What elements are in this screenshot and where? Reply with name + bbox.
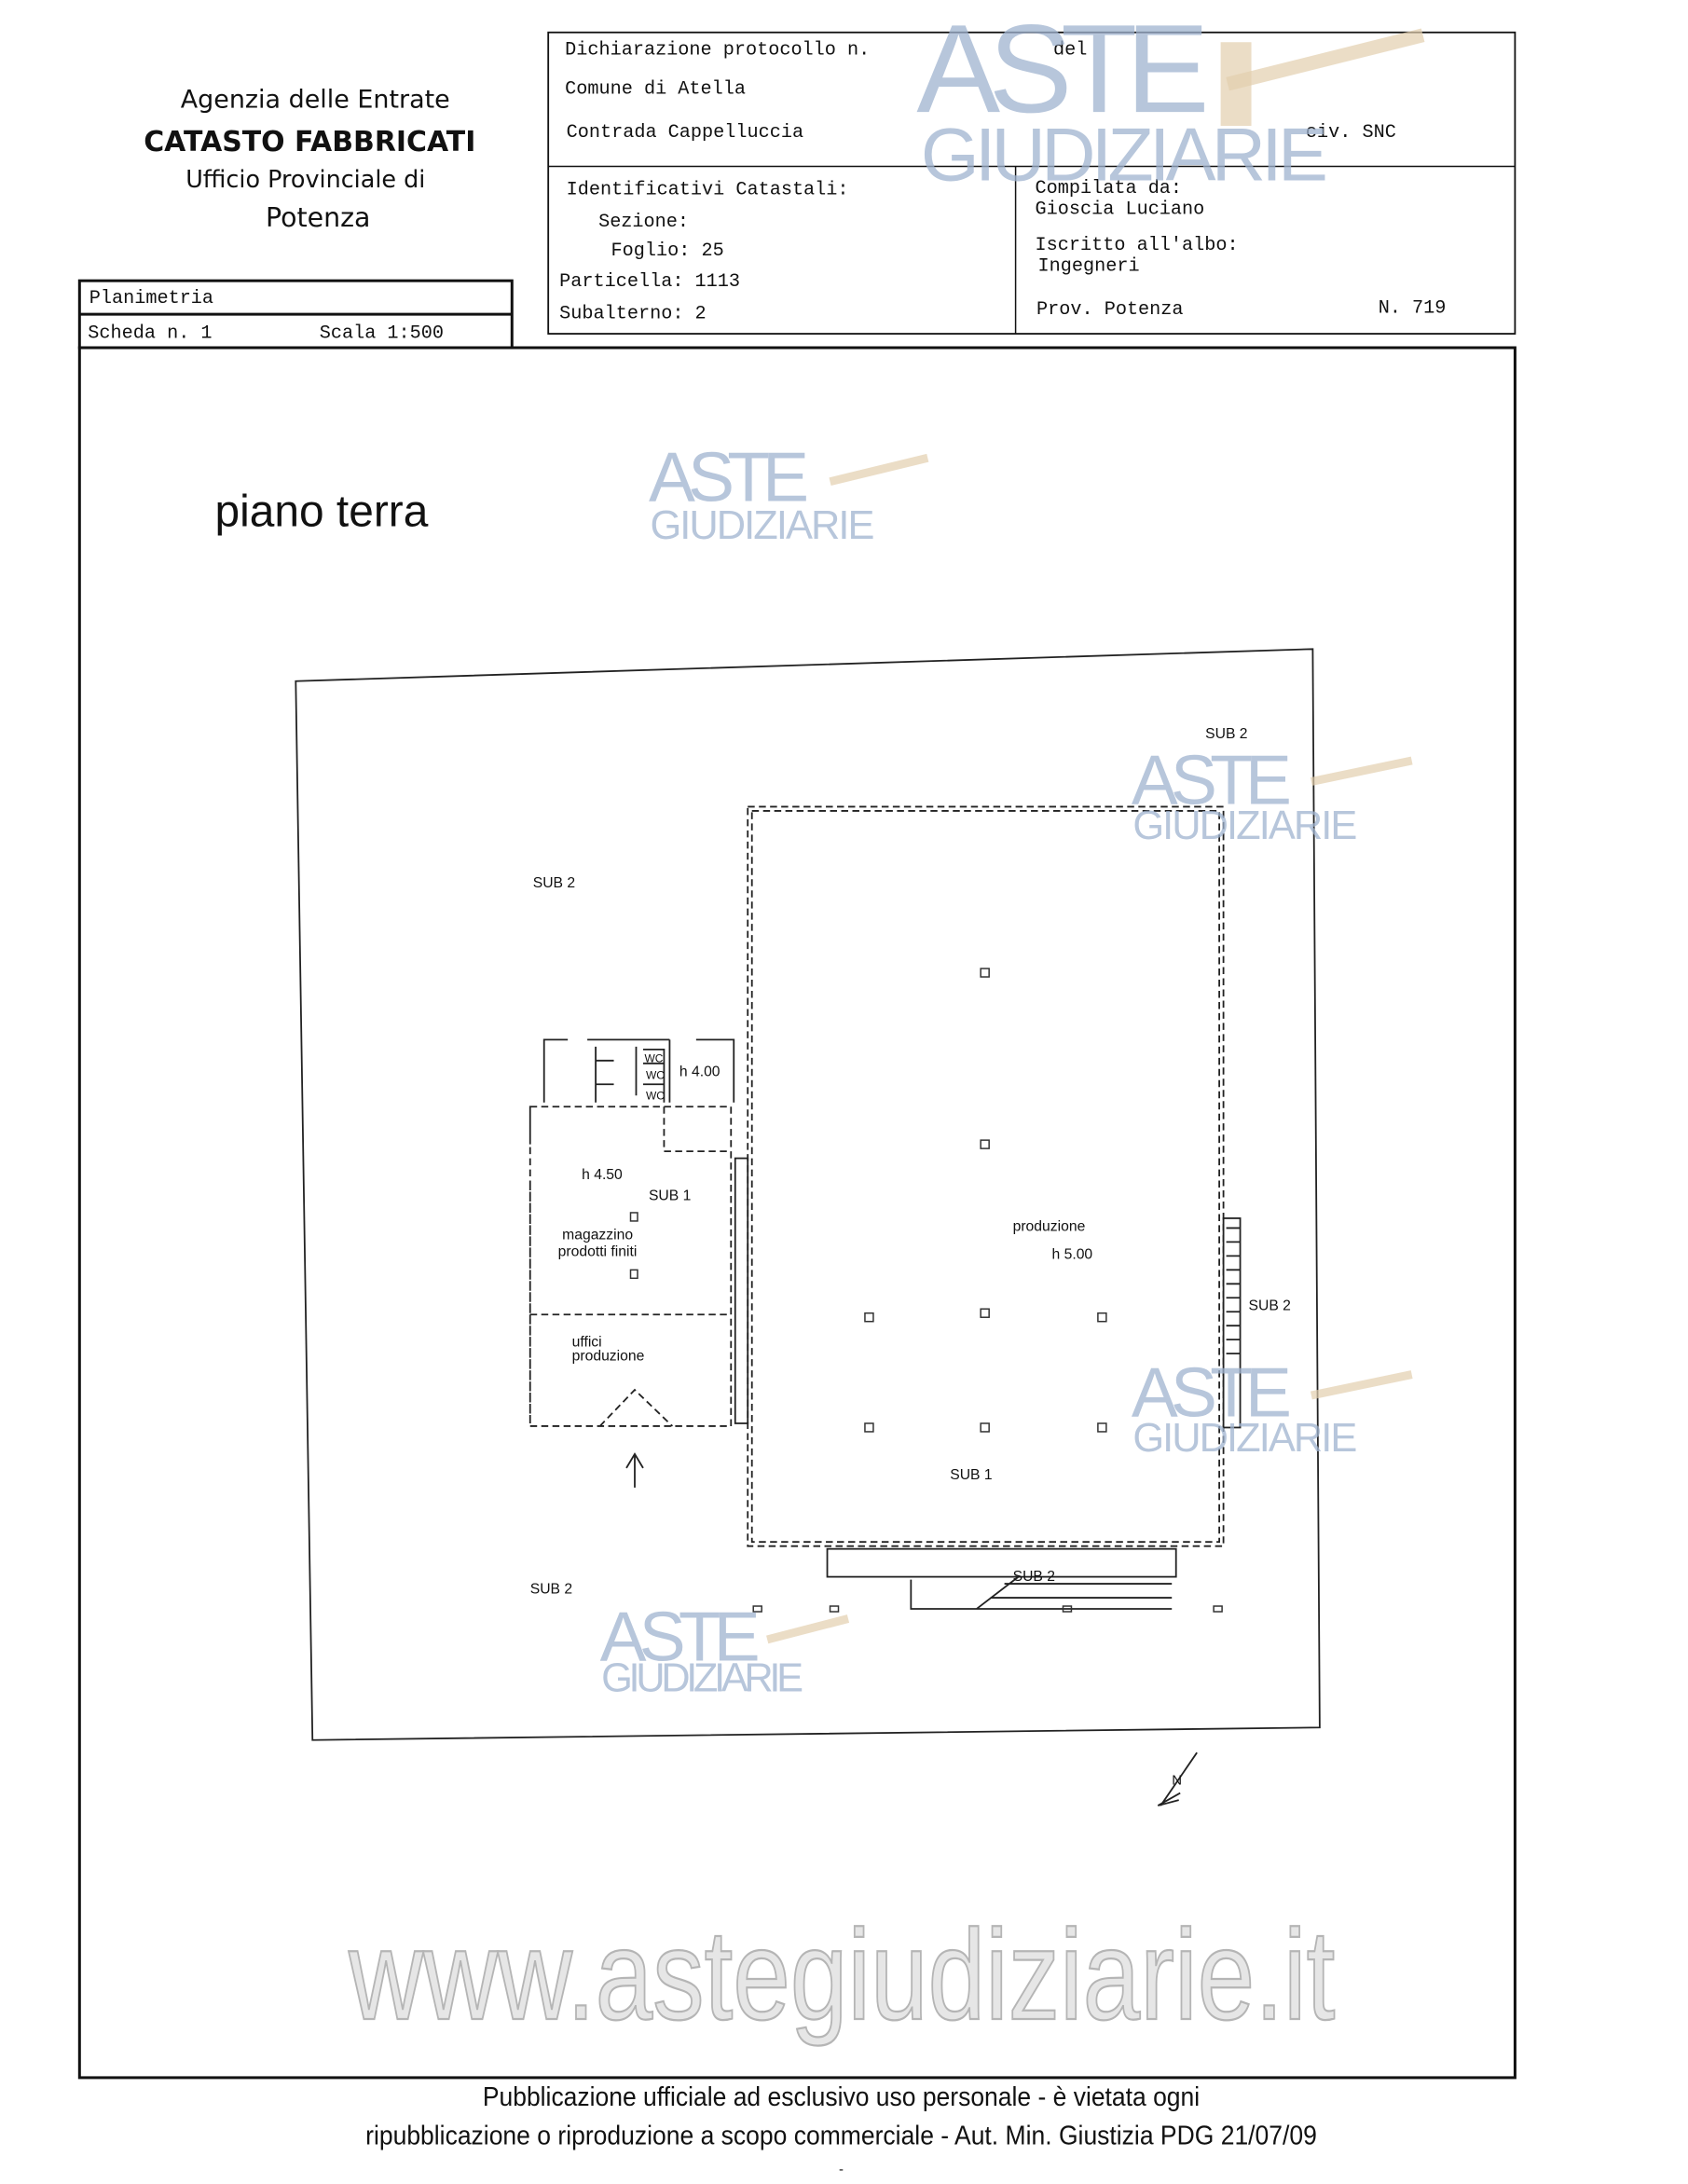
svg-text:ASTE: ASTE	[1132, 1353, 1292, 1431]
label-room: produzione	[572, 1349, 645, 1365]
agency-header: Agenzia delle Entrate CATASTO FABBRICATI…	[144, 86, 475, 233]
foglio: Foglio: 25	[611, 240, 724, 262]
footer-line-1: Pubblicazione ufficiale ad esclusivo uso…	[483, 2082, 1200, 2112]
svg-text:N: N	[1172, 1773, 1182, 1789]
svg-text:GIUDIZIARIE: GIUDIZIARIE	[921, 113, 1328, 197]
footer-line-2: ripubblicazione o riproduzione a scopo c…	[365, 2122, 1317, 2151]
label-sub2: SUB 2	[1013, 1569, 1055, 1585]
label-sub2: SUB 2	[533, 875, 575, 891]
address: Contrada Cappelluccia	[567, 122, 803, 144]
svg-text:ASTE: ASTE	[649, 438, 809, 516]
civic-number: civ. SNC	[1306, 122, 1396, 144]
sheet-type: Planimetria	[89, 288, 213, 309]
lot-boundary	[295, 648, 1321, 1741]
label-sub2: SUB 2	[1249, 1298, 1291, 1314]
label-height: h 4.50	[582, 1167, 623, 1183]
albo: Ingegneri	[1038, 256, 1140, 278]
drawing-frame	[77, 346, 1516, 2080]
svg-text:ASTE: ASTE	[916, 0, 1209, 139]
svg-text:GIUDIZIARIE: GIUDIZIARIE	[601, 1655, 803, 1700]
label-height: h 5.00	[1052, 1246, 1093, 1262]
svg-text:GIUDIZIARIE: GIUDIZIARIE	[1132, 1416, 1357, 1461]
svg-text:ASTE: ASTE	[600, 1597, 761, 1675]
svg-text:ASTE: ASTE	[1132, 740, 1292, 818]
sheet-number: Scheda n. 1	[88, 323, 212, 345]
label-sub1: SUB 1	[649, 1188, 691, 1203]
identifiers-title: Identificativi Catastali:	[567, 179, 849, 200]
comune: Comune di Atella	[565, 79, 746, 101]
watermark-logo: ASTE GIUDIZIARIE	[1132, 740, 1413, 848]
floor-plan: N SUB 2 SUB 2 SUB 2 SUB 2 SUB 2 SUB 1 SU…	[295, 648, 1321, 1806]
entrance-arrow-icon	[625, 1452, 644, 1488]
north-arrow-icon: N	[1157, 1751, 1198, 1806]
scale: Scala 1:500	[320, 323, 444, 345]
protocol-label: Dichiarazione protocollo n.	[565, 40, 870, 62]
compiler-name: Gioscia Luciano	[1036, 199, 1205, 220]
subalterno: Subalterno: 2	[559, 304, 707, 325]
albo-label: Iscritto all'albo:	[1036, 235, 1239, 256]
declaration-box: Dichiarazione protocollo n. del Comune d…	[547, 31, 1516, 335]
label-room: prodotti finiti	[558, 1243, 638, 1259]
agency-name: Agenzia delle Entrate	[181, 86, 450, 115]
label-height: h 4.00	[679, 1064, 720, 1079]
watermark-url: www.astegiudiziarie.it	[348, 1903, 1335, 2047]
label-room: uffici	[572, 1335, 602, 1351]
service-block	[542, 1038, 735, 1103]
province: Prov. Potenza	[1036, 299, 1184, 321]
label-sub2: SUB 2	[1205, 726, 1247, 742]
watermark-logo-top: ASTE GIUDIZIARIE	[916, 0, 1425, 197]
sezione: Sezione:	[598, 212, 689, 233]
floor-label: piano terra	[214, 488, 428, 537]
del-label: del	[1053, 40, 1087, 62]
label-wc: WC	[644, 1051, 663, 1065]
footer-dash: -	[839, 2162, 844, 2177]
watermark-logo: ASTE GIUDIZIARIE	[600, 1597, 850, 1700]
compiler-label: Compilata da:	[1036, 178, 1183, 199]
footer: Pubblicazione ufficiale ad esclusivo uso…	[365, 2082, 1317, 2177]
label-wc: WC	[646, 1090, 665, 1103]
particella: Particella: 1113	[559, 271, 740, 293]
label-wc: WC	[646, 1068, 665, 1081]
sheet-box: Planimetria Scheda n. 1 Scala 1:500	[77, 279, 514, 350]
svg-text:GIUDIZIARIE: GIUDIZIARIE	[1132, 804, 1357, 848]
label-sub1: SUB 1	[950, 1467, 992, 1483]
office-label: Ufficio Provinciale di	[185, 165, 425, 193]
registration-number: N. 719	[1379, 298, 1447, 320]
label-room: produzione	[1013, 1218, 1086, 1234]
svg-text:GIUDIZIARIE: GIUDIZIARIE	[650, 503, 874, 548]
watermark-logo: ASTE GIUDIZIARIE	[1132, 1353, 1413, 1461]
office-city: Potenza	[266, 202, 371, 233]
catasto-title: CATASTO FABBRICATI	[144, 126, 475, 158]
label-sub2: SUB 2	[530, 1582, 572, 1598]
watermark-logo: ASTE GIUDIZIARIE	[649, 438, 929, 548]
label-room: magazzino	[562, 1227, 633, 1243]
